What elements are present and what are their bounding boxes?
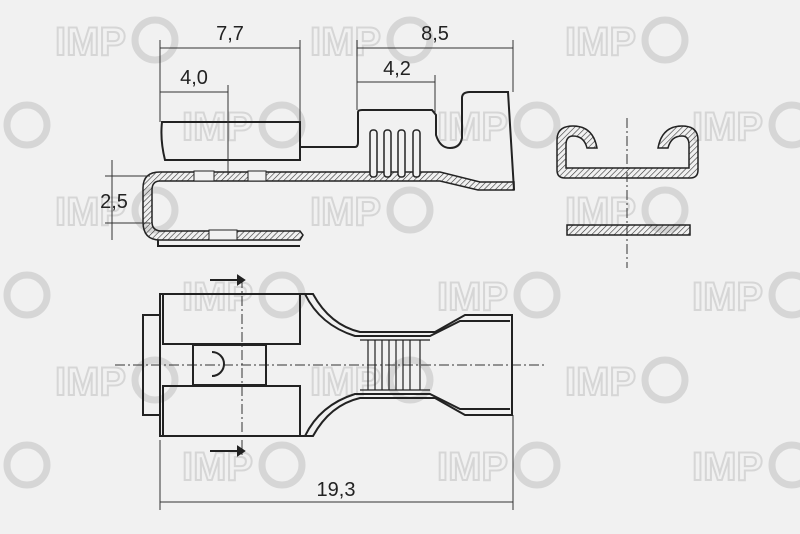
watermark-text: IMP	[55, 20, 126, 64]
dimension-7-7: 7,7	[216, 23, 244, 45]
watermark-logo-icon	[258, 441, 306, 489]
watermark-text: IMP	[692, 275, 763, 319]
watermark-logo-icon	[3, 101, 51, 149]
watermark-logo-icon	[3, 271, 51, 319]
dimension-19-3: 19,3	[317, 479, 356, 501]
watermark-text: IMP	[182, 105, 253, 149]
watermark-logo-icon	[768, 101, 800, 149]
watermark-logo-icon	[768, 441, 800, 489]
watermark-text: IMP	[437, 105, 508, 149]
watermark-logo-icon	[3, 441, 51, 489]
watermark-text: IMP	[437, 275, 508, 319]
watermark-logo-icon	[641, 356, 689, 404]
dimension-2-5: 2,5	[100, 191, 128, 213]
watermark-text: IMP	[692, 445, 763, 489]
watermark-layer: IMP IMP IMP IMP IMP IMP IMP IMP IMP IMP IMP IMP IMP I…	[3, 16, 800, 490]
watermark-logo-icon	[513, 271, 561, 319]
watermark-logo-icon	[641, 186, 689, 234]
side-view	[142, 91, 515, 247]
cross-section-view	[556, 118, 699, 268]
watermark-text: IMP	[692, 105, 763, 149]
watermark-text: IMP	[310, 20, 381, 64]
watermark-text: IMP	[55, 190, 126, 234]
watermark-logo-icon	[386, 16, 434, 64]
watermark-logo-icon	[131, 186, 179, 234]
dimension-lines	[105, 40, 514, 510]
watermark-text: IMP	[310, 190, 381, 234]
section-arrows	[210, 274, 246, 457]
watermark-text: IMP	[565, 20, 636, 64]
watermark-logo-icon	[131, 356, 179, 404]
watermark-logo-icon	[513, 441, 561, 489]
dimension-4-2: 4,2	[383, 58, 411, 80]
watermark-text: IMP	[565, 360, 636, 404]
watermark-logo-icon	[768, 271, 800, 319]
watermark-logo-icon	[131, 16, 179, 64]
dimension-4-0: 4,0	[180, 67, 208, 89]
watermark-text: IMP	[55, 360, 126, 404]
watermark-logo-icon	[513, 101, 561, 149]
watermark-logo-icon	[386, 186, 434, 234]
dimension-8-5: 8,5	[421, 23, 449, 45]
watermark-text: IMP	[437, 445, 508, 489]
watermark-logo-icon	[641, 16, 689, 64]
top-view	[115, 274, 545, 457]
watermark-logo-icon	[258, 101, 306, 149]
